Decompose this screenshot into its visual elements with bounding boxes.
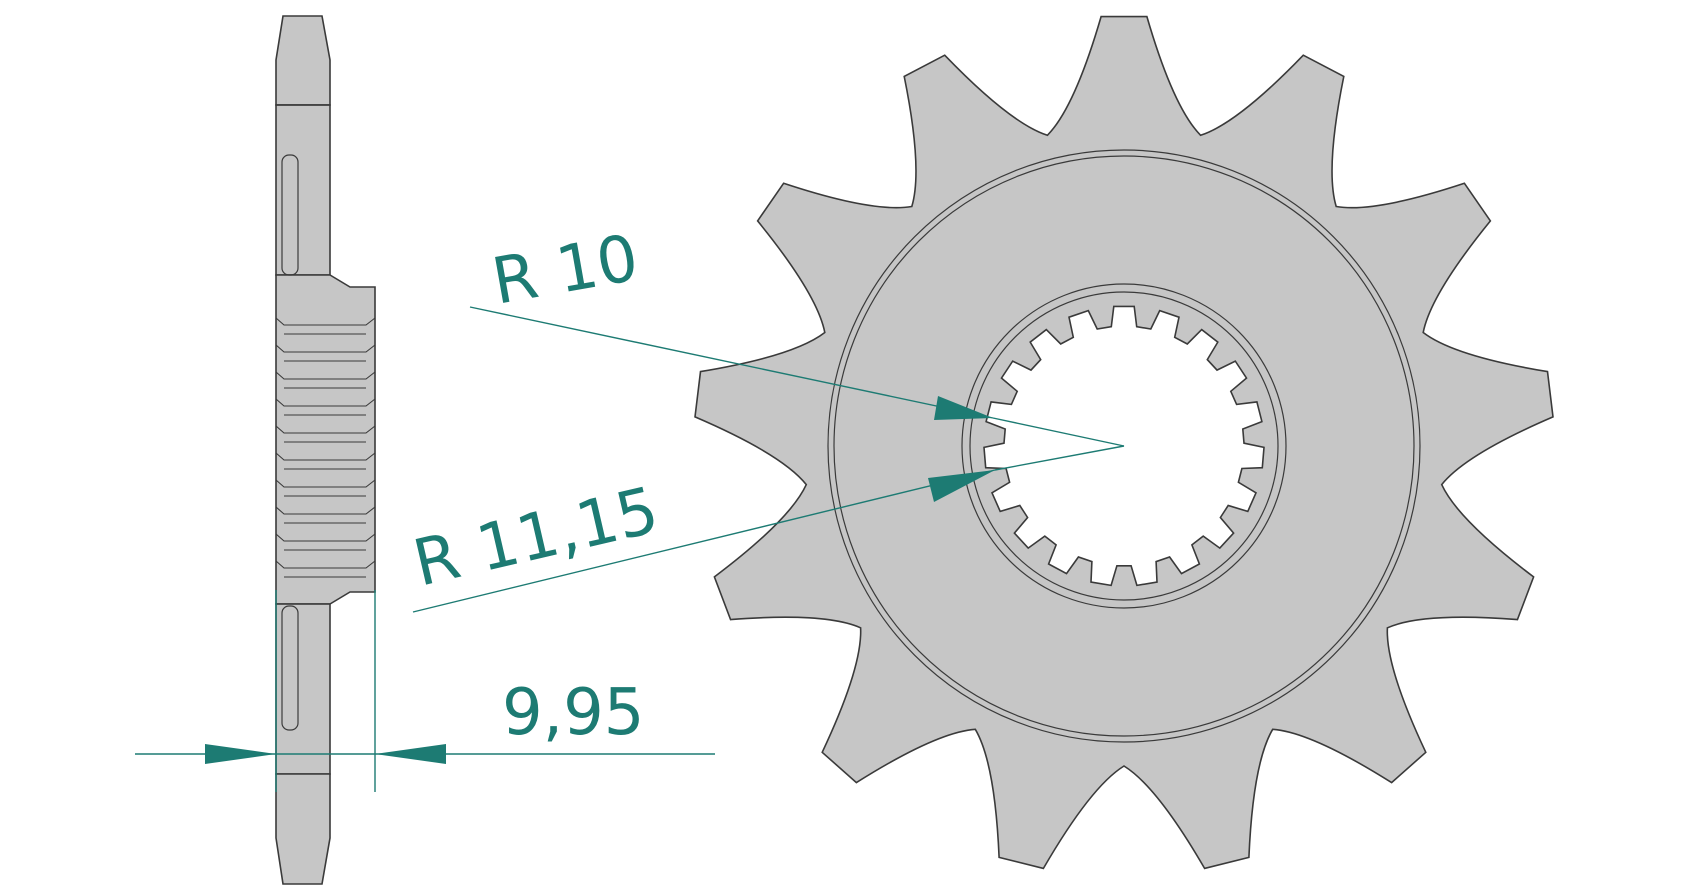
dimension-thickness: 9,95 xyxy=(135,590,715,792)
side-view-spline-groove xyxy=(275,317,376,335)
side-view-spline-groove xyxy=(275,452,376,470)
side-view-spline-groove xyxy=(275,344,376,362)
side-view-spline-groove xyxy=(275,479,376,497)
dimension-r10-label: R 10 xyxy=(487,221,644,319)
side-view-spline-groove xyxy=(275,425,376,443)
spline-ring-inner xyxy=(969,291,1279,601)
side-view xyxy=(275,15,376,885)
side-view-spline-groove xyxy=(275,506,376,524)
side-view-upper-slot xyxy=(281,154,299,276)
side-view-bottom-web xyxy=(275,603,331,775)
sprocket-hub-ring-inner xyxy=(833,155,1415,737)
side-view-spline-groove xyxy=(275,371,376,389)
side-view-top-tip xyxy=(275,15,331,106)
dimension-thickness-label: 9,95 xyxy=(502,676,645,750)
side-view-spline-groove xyxy=(275,560,376,578)
side-view-splines xyxy=(275,317,376,578)
side-view-hub xyxy=(275,274,376,605)
side-view-top-web xyxy=(275,104,331,276)
sprocket-hub-ring-outer xyxy=(827,149,1421,743)
side-view-spline-groove xyxy=(275,533,376,551)
side-view-spline-groove xyxy=(275,398,376,416)
side-view-lower-slot xyxy=(281,605,299,731)
spline-ring-outer xyxy=(961,283,1287,609)
front-view xyxy=(694,15,1554,870)
side-view-bottom-tip xyxy=(275,773,331,885)
